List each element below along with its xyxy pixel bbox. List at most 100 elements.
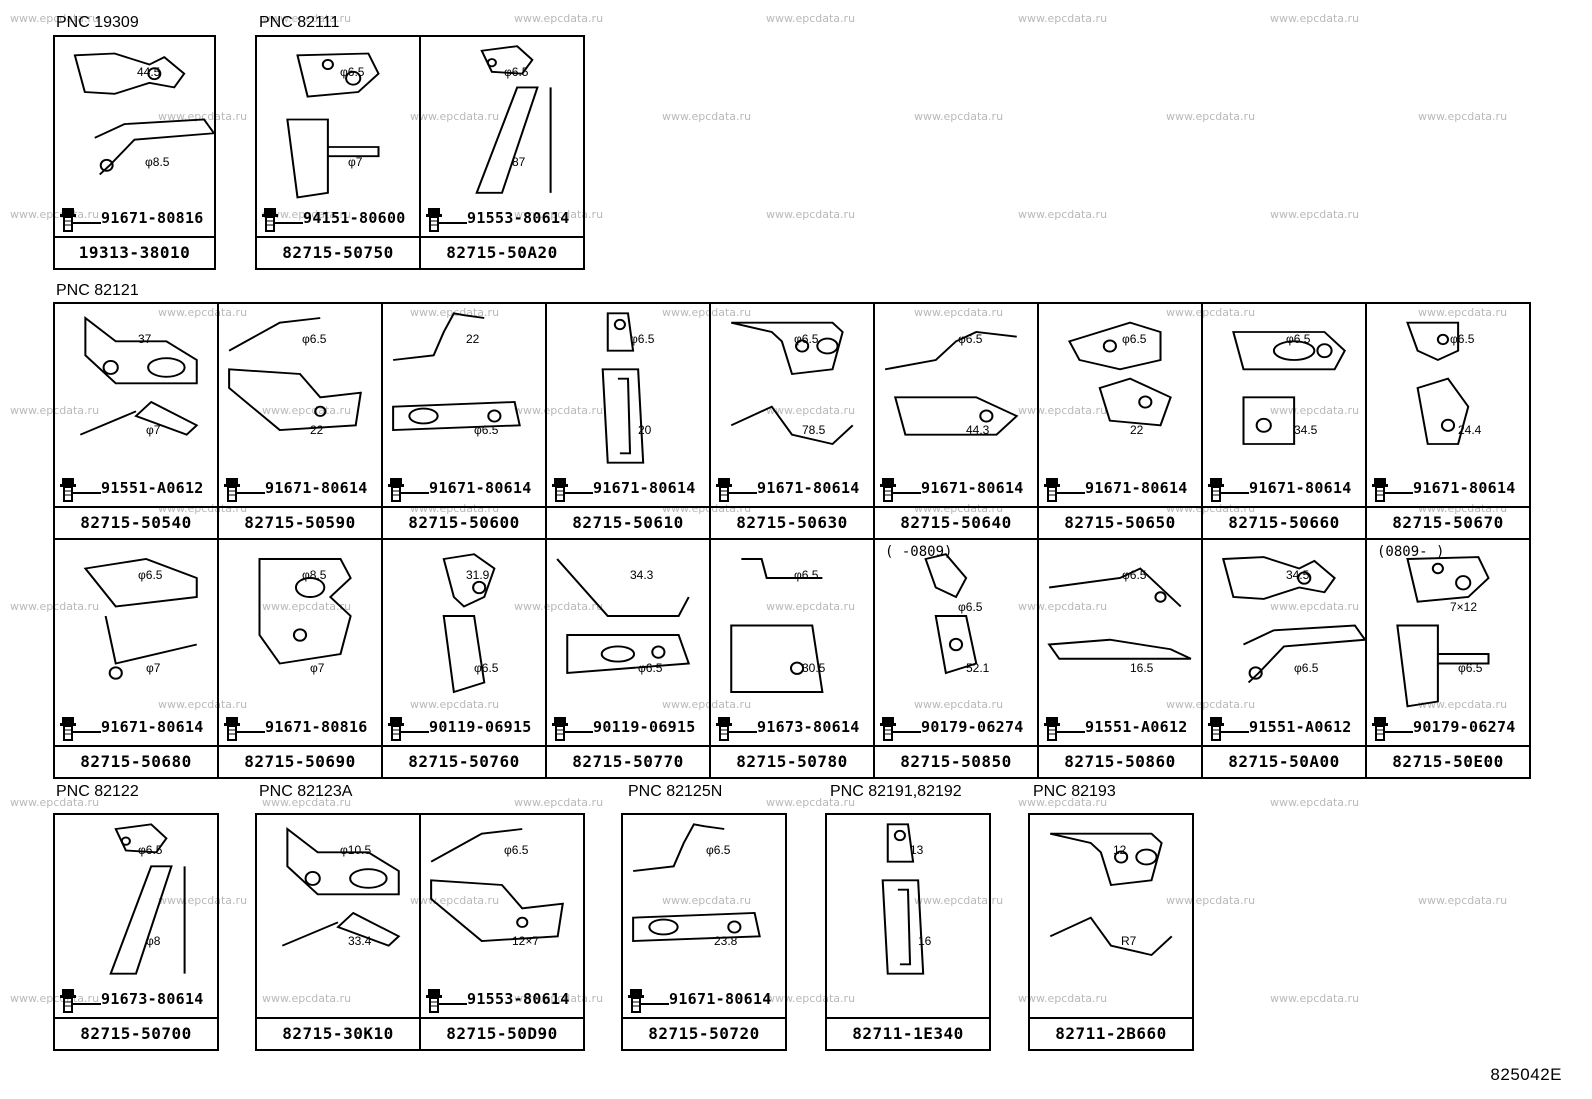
bolt-part-number[interactable]: 91671-80614 — [1413, 479, 1516, 497]
watermark-text: www.epcdata.ru — [410, 502, 500, 515]
bolt-part-number[interactable]: 94151-80600 — [303, 209, 406, 227]
part-number[interactable]: 82715-50770 — [547, 745, 709, 777]
part-number[interactable]: 82715-50700 — [55, 1017, 217, 1049]
part-drawing — [421, 37, 583, 236]
watermark-text: www.epcdata.ru — [158, 110, 248, 123]
part-number[interactable]: 82715-50A20 — [421, 236, 583, 268]
bolt-part-number[interactable]: 91671-80816 — [101, 209, 204, 227]
bolt-part-number[interactable]: 91551-A0612 — [1085, 718, 1188, 736]
part-number[interactable]: 82715-50E00 — [1367, 745, 1529, 777]
part-number[interactable]: 82715-50A00 — [1203, 745, 1365, 777]
bolt-part-number[interactable]: 91551-A0612 — [101, 479, 204, 497]
part-number[interactable]: 82715-50640 — [875, 506, 1037, 538]
watermark-text: www.epcdata.ru — [1018, 796, 1108, 809]
bolt-part-number[interactable]: 91671-80614 — [757, 479, 860, 497]
part-drawing — [1039, 540, 1201, 745]
part-number[interactable]: 82711-1E340 — [827, 1017, 989, 1049]
part-number[interactable]: 82715-50720 — [623, 1017, 785, 1049]
bolt-part-number[interactable]: 90119-06915 — [429, 718, 532, 736]
part-number[interactable]: 82715-50750 — [257, 236, 419, 268]
part-number[interactable]: 82715-50590 — [219, 506, 381, 538]
part-number[interactable]: 82715-50630 — [711, 506, 873, 538]
bolt-part-number[interactable]: 91671-80614 — [101, 718, 204, 736]
watermark-text: www.epcdata.ru — [914, 698, 1004, 711]
part-number[interactable]: 82715-50850 — [875, 745, 1037, 777]
watermark-text: www.epcdata.ru — [1166, 894, 1256, 907]
part-number[interactable]: 82715-50540 — [55, 506, 217, 538]
bolt-part-number[interactable]: 91553-80614 — [467, 209, 570, 227]
bolt-part-number[interactable]: 91673-80614 — [757, 718, 860, 736]
watermark-text: www.epcdata.ru — [1018, 208, 1108, 221]
watermark-text: www.epcdata.ru — [262, 12, 352, 25]
part-number[interactable]: 82711-2B660 — [1030, 1017, 1192, 1049]
bolt-part-number[interactable]: 91673-80614 — [101, 990, 204, 1008]
bolt-part-number[interactable]: 91671-80614 — [429, 479, 532, 497]
watermark-text: www.epcdata.ru — [514, 208, 604, 221]
part-number[interactable]: 82715-30K10 — [257, 1017, 419, 1049]
dimension-label: 24.4 — [1458, 423, 1482, 437]
part-drawing — [711, 304, 873, 506]
dimension-label: φ6.5 — [340, 65, 365, 79]
part-number[interactable]: 19313-38010 — [55, 236, 214, 268]
bolt-part-number[interactable]: 91671-80614 — [1249, 479, 1352, 497]
part-number[interactable]: 82715-50690 — [219, 745, 381, 777]
part-number[interactable]: 82715-50760 — [383, 745, 545, 777]
watermark-text: www.epcdata.ru — [410, 698, 500, 711]
bolt-callout: 91671-80614 — [1043, 476, 1199, 502]
part-number[interactable]: 82715-50600 — [383, 506, 545, 538]
bolt-part-number[interactable]: 91671-80614 — [669, 990, 772, 1008]
part-number[interactable]: 82715-50650 — [1039, 506, 1201, 538]
bolt-part-number[interactable]: 91671-80614 — [921, 479, 1024, 497]
part-number[interactable]: 82715-50860 — [1039, 745, 1201, 777]
bolt-part-number[interactable]: 91671-80614 — [593, 479, 696, 497]
bolt-part-number[interactable]: 90119-06915 — [593, 718, 696, 736]
watermark-text: www.epcdata.ru — [10, 796, 100, 809]
part-number[interactable]: 82715-50D90 — [421, 1017, 583, 1049]
bolt-part-number[interactable]: 91671-80614 — [1085, 479, 1188, 497]
part-number[interactable]: 82715-50660 — [1203, 506, 1365, 538]
bolt-part-number[interactable]: 90179-06274 — [921, 718, 1024, 736]
part-drawing — [257, 37, 419, 236]
part-number[interactable]: 82715-50670 — [1367, 506, 1529, 538]
part-drawing — [547, 304, 709, 506]
pnc-label-82123a: PNC 82123A — [259, 783, 353, 800]
part-number[interactable]: 82715-50680 — [55, 745, 217, 777]
watermark-text: www.epcdata.ru — [1418, 306, 1508, 319]
bolt-callout: 91553-80614 — [425, 987, 581, 1013]
bolt-part-number[interactable]: 91671-80614 — [265, 479, 368, 497]
dimension-label: 52.1 — [966, 661, 990, 675]
part-number[interactable]: 82715-50780 — [711, 745, 873, 777]
bolt-part-number[interactable]: 91551-A0612 — [1249, 718, 1352, 736]
bolt-part-number[interactable]: 91671-80816 — [265, 718, 368, 736]
bolt-part-number[interactable]: 91553-80614 — [467, 990, 570, 1008]
bolt-part-number[interactable]: 90179-06274 — [1413, 718, 1516, 736]
part-number[interactable]: 82715-50610 — [547, 506, 709, 538]
